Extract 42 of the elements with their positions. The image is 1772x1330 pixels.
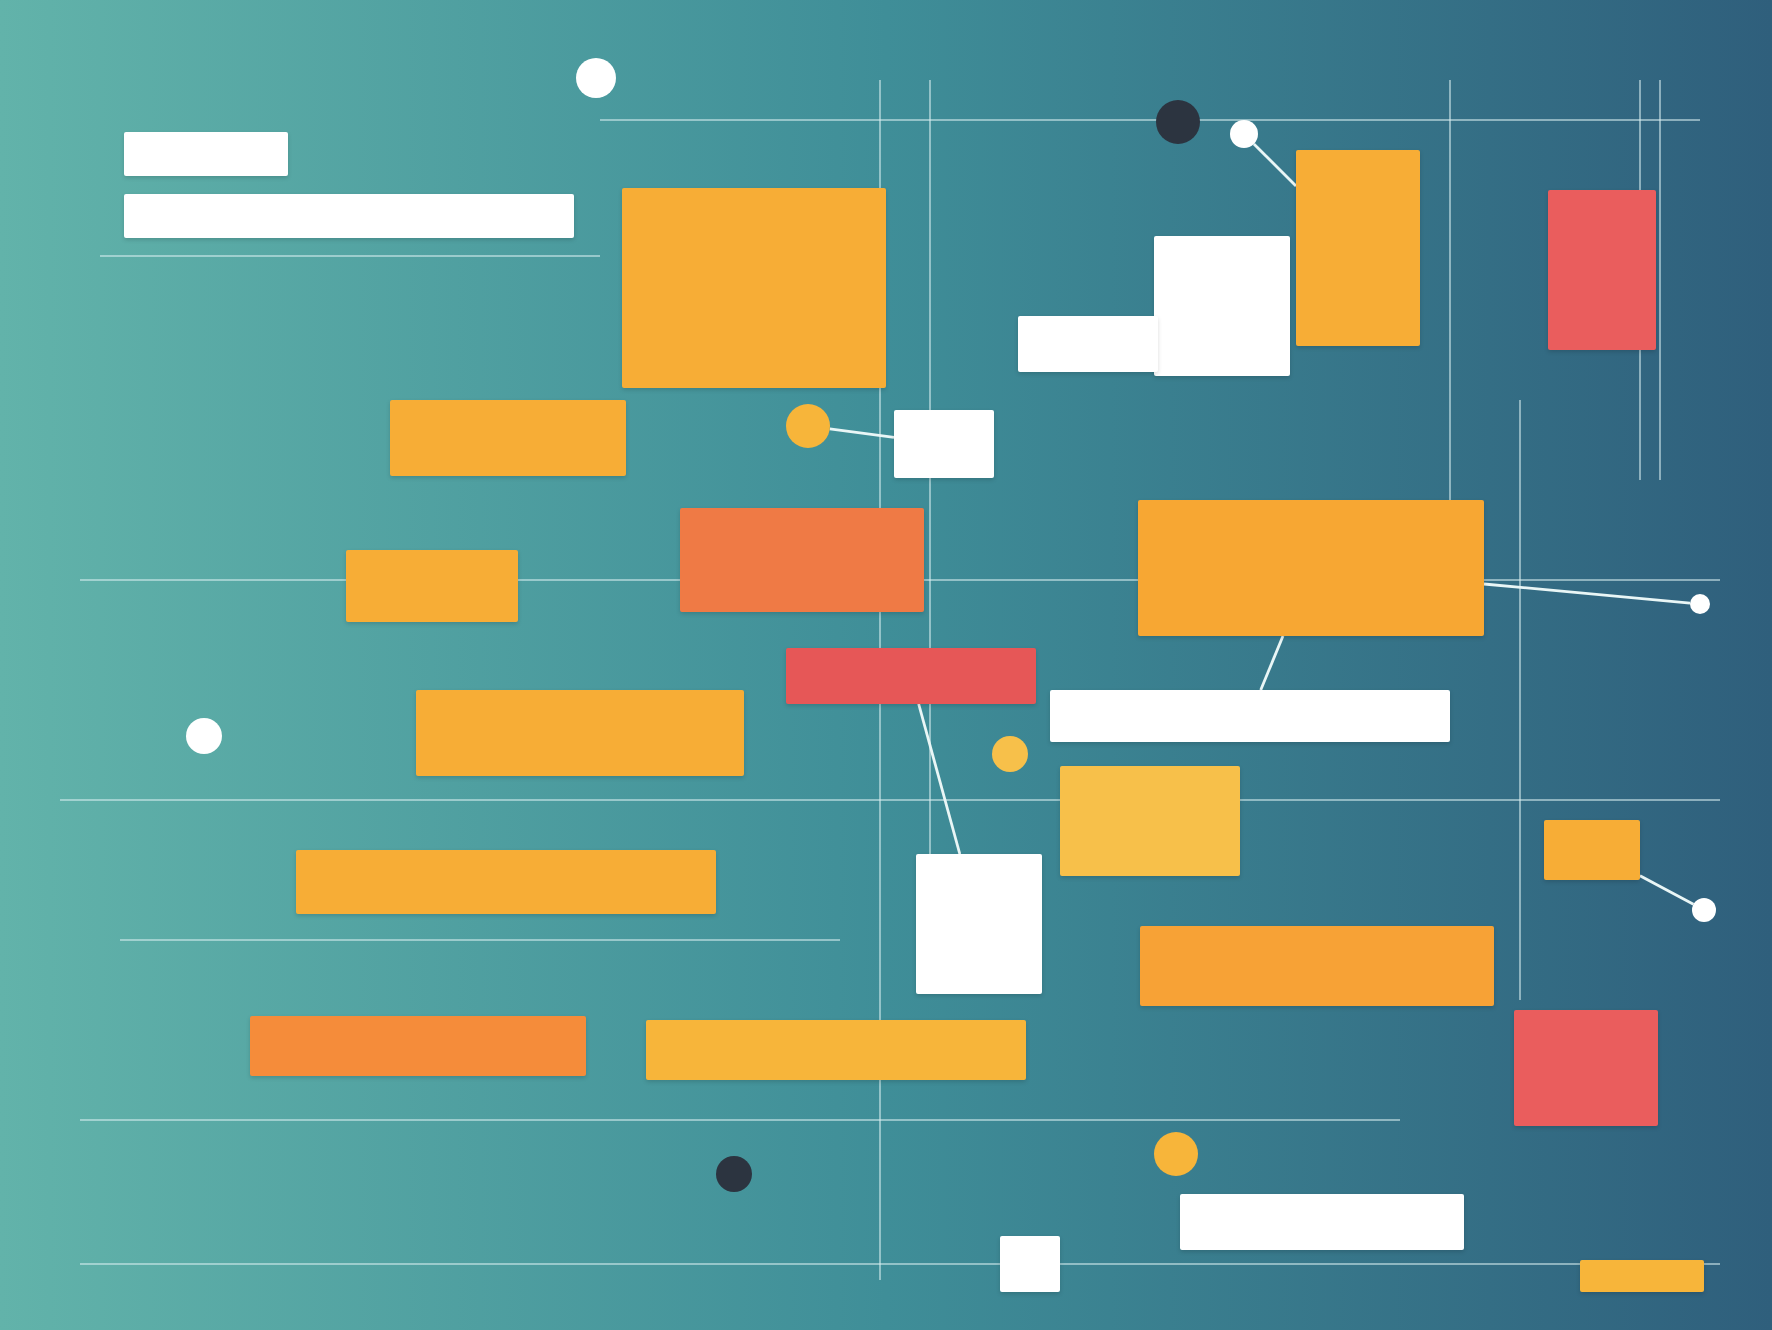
content-card [1060,766,1240,876]
circle-marker [576,58,616,98]
content-card [1050,690,1450,742]
content-card [1548,190,1656,350]
content-card [1018,316,1158,372]
content-card [1544,820,1640,880]
circle-marker [1154,1132,1198,1176]
connector-line [1639,874,1695,906]
circle-marker [1692,898,1716,922]
content-card [680,508,924,612]
content-card [1296,150,1420,346]
content-card [1580,1260,1704,1292]
content-card [296,850,716,914]
connector-line [1483,582,1691,605]
circle-marker [1230,120,1258,148]
circle-marker [786,404,830,448]
content-card [786,648,1036,704]
content-card [1138,500,1484,636]
circle-marker [1690,594,1710,614]
content-card [1514,1010,1658,1126]
content-card [622,188,886,388]
connector-line [1259,635,1285,691]
circle-marker [186,718,222,754]
content-card [1180,1194,1464,1250]
content-card [390,400,626,476]
content-card [346,550,518,622]
content-card [416,690,744,776]
circle-marker [716,1156,752,1192]
content-card [916,854,1042,994]
circle-marker [1156,100,1200,144]
content-card [646,1020,1026,1080]
content-card [250,1016,586,1076]
content-card [1000,1236,1060,1292]
circle-marker [992,736,1028,772]
content-card [1140,926,1494,1006]
connector-line [829,427,895,439]
content-card [1154,236,1290,376]
connector-line [1252,142,1297,187]
content-card [124,132,288,176]
content-card [894,410,994,478]
content-card [124,194,574,238]
connector-line [917,703,962,855]
